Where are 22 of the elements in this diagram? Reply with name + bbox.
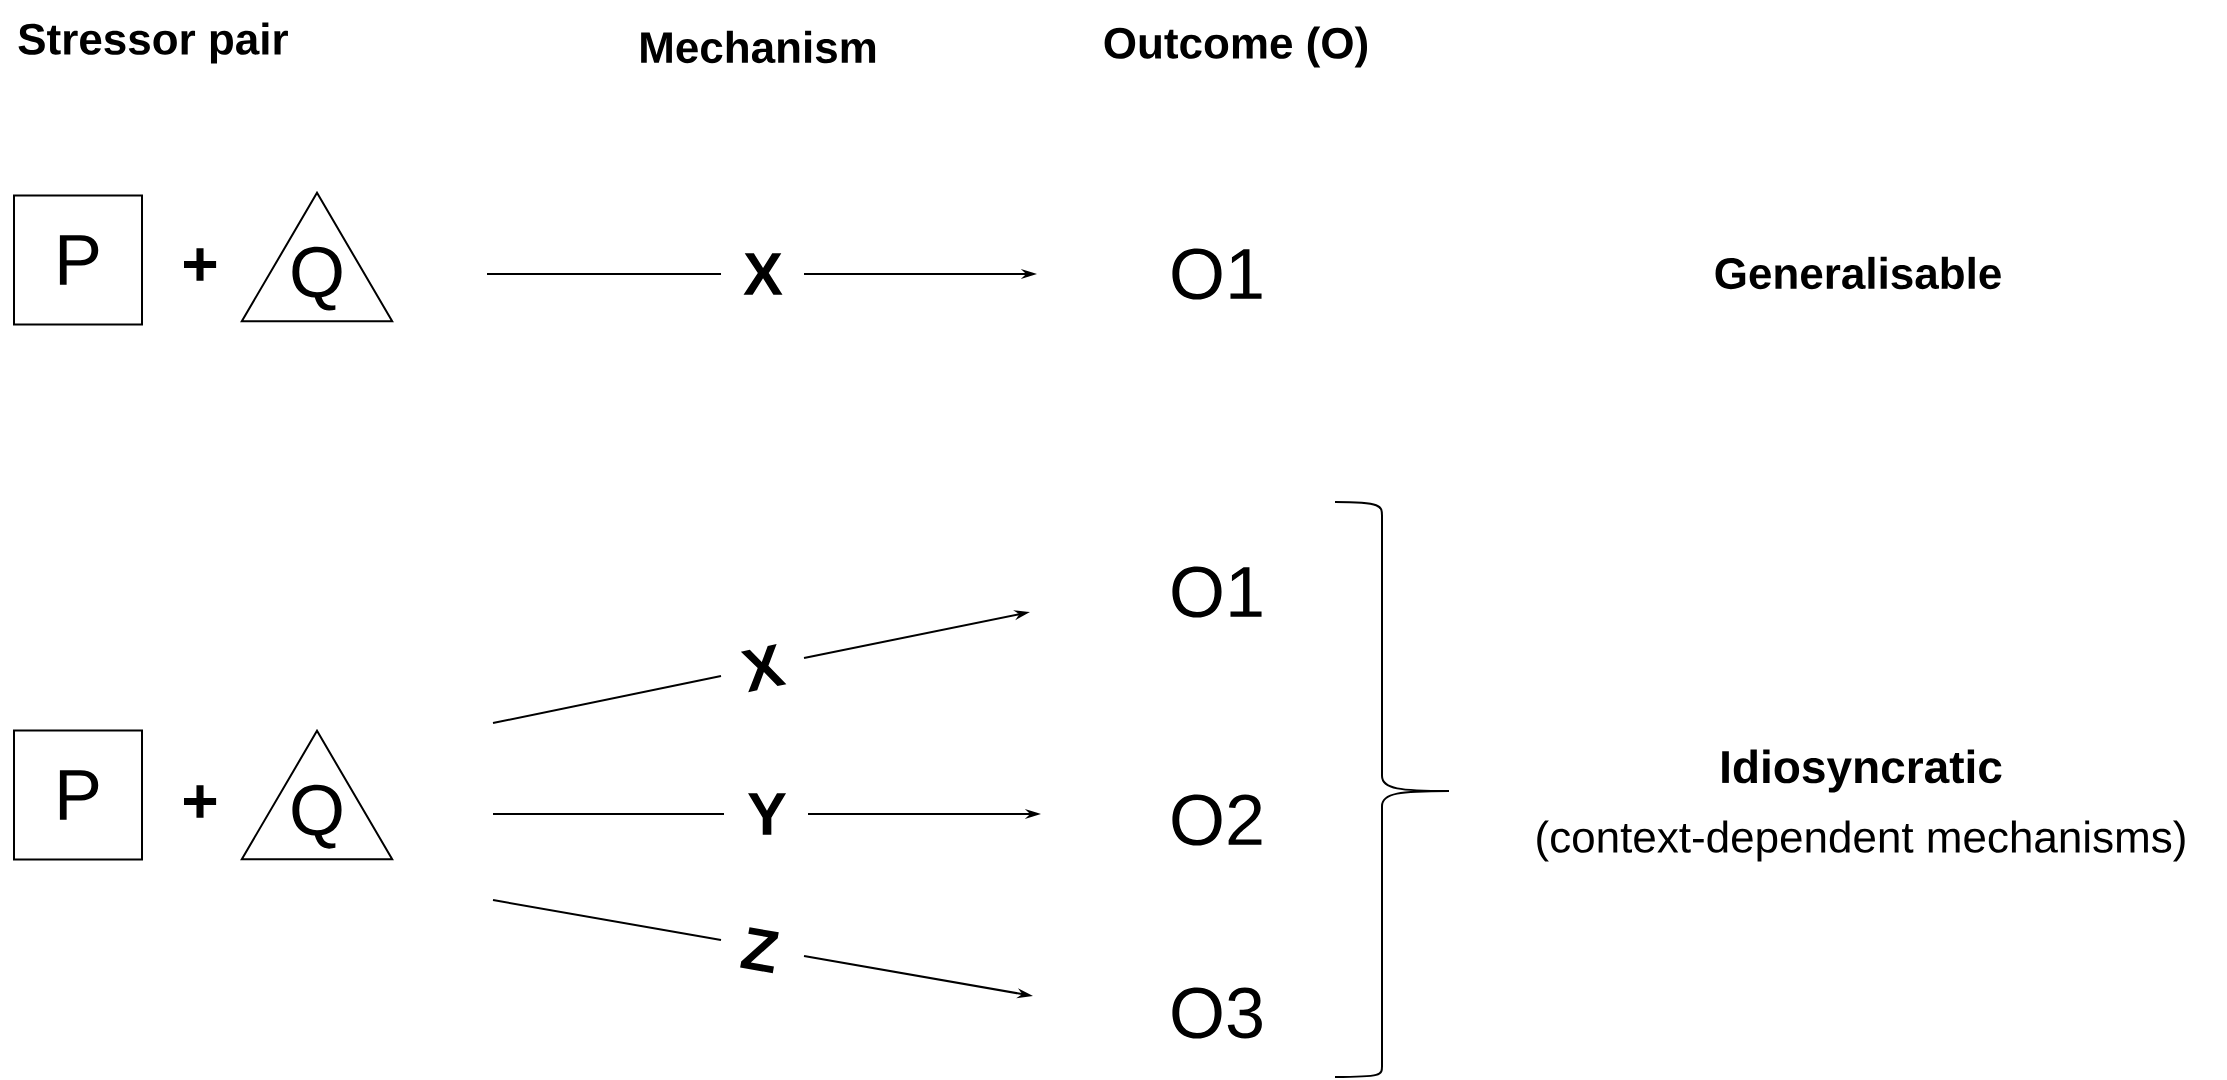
column-header: Outcome (O) (1104, 26, 1367, 68)
mechanism-label: Y (748, 793, 787, 835)
outcome-label: O2 (1172, 794, 1262, 846)
square-box: P (13, 194, 143, 326)
category-label: Generalisable (1715, 256, 2001, 290)
outcome-label: O3 (1172, 987, 1262, 1039)
category-label: Idiosyncratic (1722, 749, 2002, 793)
column-header: Mechanism (641, 30, 876, 64)
mechanism-label: Z (740, 927, 779, 974)
outcome-label: O1 (1172, 248, 1262, 300)
plus-sign: + (184, 248, 217, 281)
plus-sign: + (184, 785, 217, 818)
connector-line (492, 675, 722, 724)
column-header: Stressor pair (18, 22, 288, 64)
square-box: P (13, 729, 143, 861)
connector-line (492, 899, 722, 941)
mechanism-label: X (743, 253, 783, 295)
mechanism-label: X (740, 644, 787, 693)
note-text: (context-dependent mechanisms) (1537, 820, 2185, 862)
outcome-label: O1 (1172, 566, 1262, 618)
connector-line (486, 273, 722, 275)
connector-line (492, 813, 725, 815)
